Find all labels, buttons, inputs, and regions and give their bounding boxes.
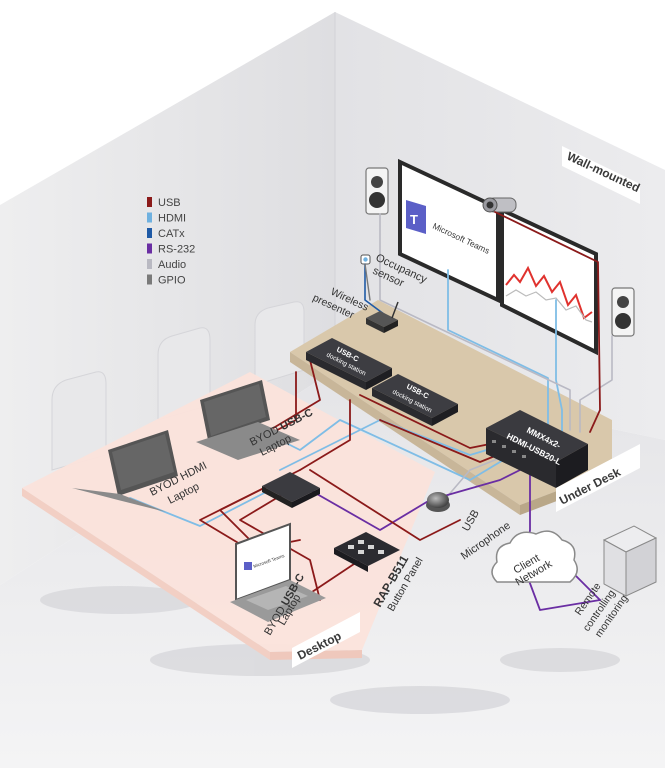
gpio-cables — [364, 263, 371, 301]
laptop-usbc-top — [196, 380, 300, 460]
legend-swatch — [147, 274, 152, 285]
rap-b511-panel — [334, 532, 400, 572]
legend-swatch — [147, 212, 152, 223]
chairs — [51, 301, 305, 471]
legend-swatch — [147, 259, 152, 269]
legend-item-gpio: GPIO — [147, 274, 186, 287]
legend-swatch — [147, 228, 152, 238]
panel-buttons — [348, 540, 384, 554]
legend-item-usb: USB — [147, 197, 181, 209]
usb-microphone — [426, 492, 450, 512]
speaker-right — [611, 287, 635, 337]
legend-label: GPIO — [158, 275, 186, 287]
display-teams: T Microsoft Teams — [398, 158, 500, 304]
remote-pc — [602, 525, 658, 597]
laptop-byod-hdmi — [72, 430, 178, 512]
docking-station-1 — [306, 338, 392, 390]
wireless-presenter — [366, 301, 399, 333]
ptz-camera — [482, 197, 517, 213]
legend-item-hdmi: HDMI — [147, 212, 186, 225]
teams-logo-icon: T — [406, 200, 426, 234]
legend-item-rs-232: RS-232 — [147, 243, 195, 256]
table-connection-box — [262, 472, 320, 508]
legend-label: RS-232 — [158, 244, 195, 256]
legend-swatch — [147, 197, 152, 207]
speaker-left — [365, 167, 389, 215]
legend-item-audio: Audio — [147, 259, 186, 271]
legend-label: USB — [158, 197, 181, 209]
legend-label: HDMI — [158, 213, 186, 225]
laptop-usbc-bottom: Microsoft Teams — [230, 522, 326, 622]
occupancy-sensor — [360, 254, 371, 265]
legend-swatch — [147, 243, 152, 254]
legend-item-catx: CATx — [147, 228, 185, 240]
display-chart — [500, 206, 598, 356]
screen-chart-graphic — [505, 265, 593, 323]
mmx-switcher — [486, 410, 588, 488]
laptop-teams-icon — [244, 562, 252, 570]
mmx-ports — [492, 440, 526, 458]
svg-text:T: T — [410, 212, 418, 227]
floor-shadows — [40, 586, 620, 714]
docking-station-2 — [372, 374, 458, 426]
legend-label: CATx — [158, 228, 185, 240]
legend-label: Audio — [158, 259, 186, 271]
cables — [129, 211, 613, 611]
client-network-cloud — [491, 530, 578, 583]
